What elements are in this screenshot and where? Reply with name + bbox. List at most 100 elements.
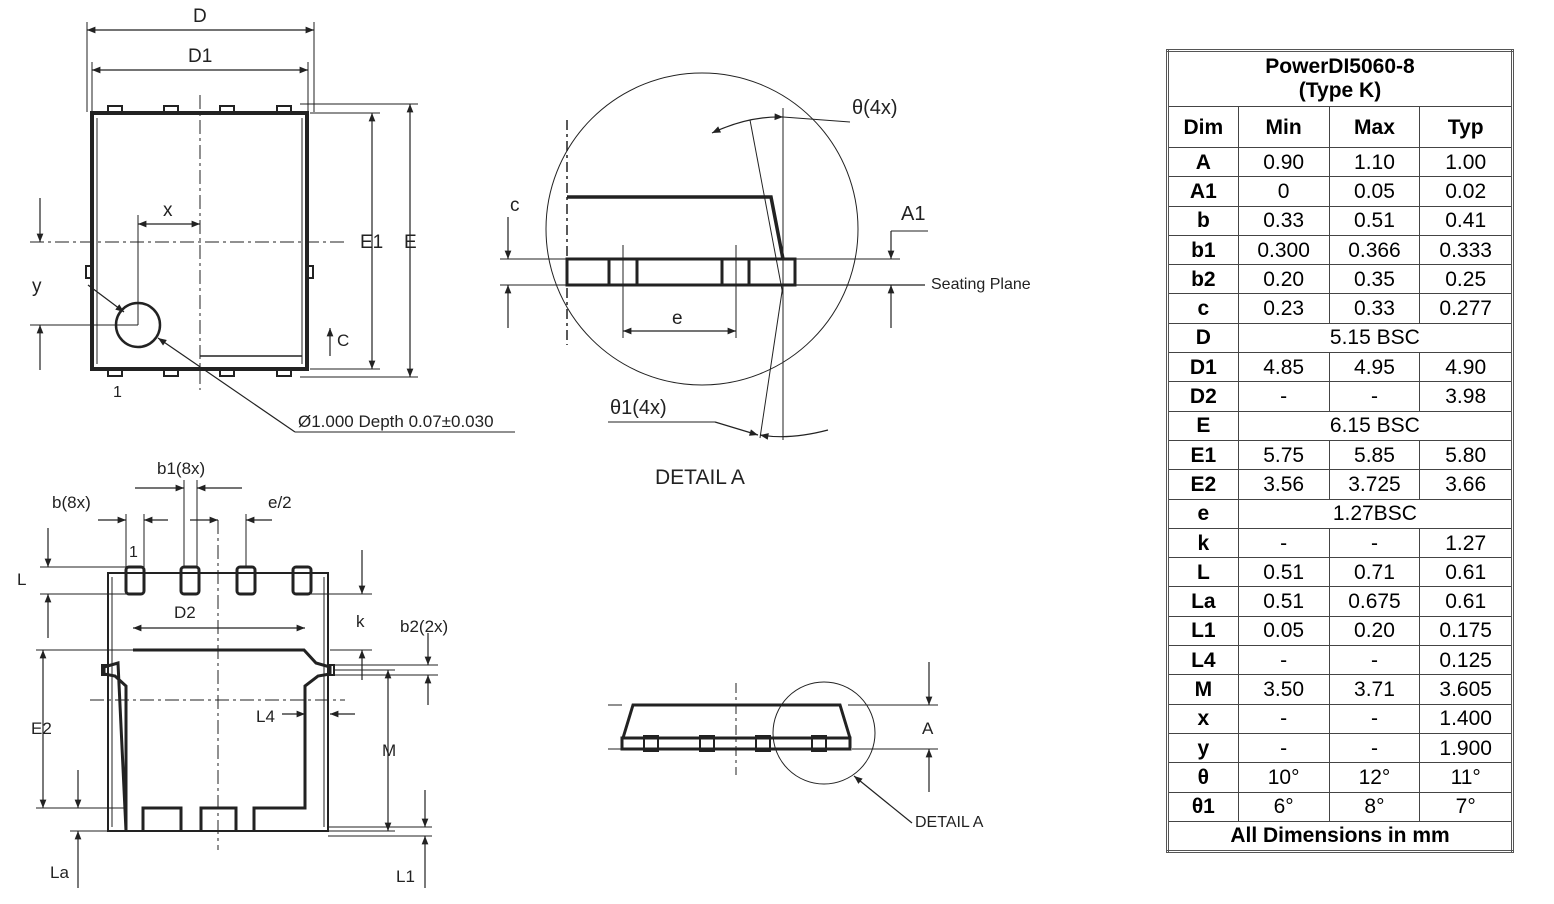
cell-typ: 11° [1419, 762, 1513, 793]
cell-dim: k [1167, 527, 1239, 559]
cell-dim: L4 [1167, 645, 1239, 676]
cell-max: - [1328, 527, 1421, 559]
cell-typ: 3.605 [1419, 674, 1513, 705]
dimension-table: PowerDI5060-8 (Type K) Dim Min Max Typ A… [1166, 49, 1514, 853]
label-E1: E1 [360, 232, 383, 253]
cell-typ: 0.333 [1419, 234, 1513, 266]
cell-typ: 0.125 [1419, 645, 1513, 676]
label-x: x [163, 200, 173, 221]
label-e: e [672, 308, 683, 329]
cell-min: - [1237, 527, 1330, 559]
label-theta1-4x: θ1(4x) [610, 397, 667, 419]
cell-min: 10° [1237, 762, 1330, 793]
cell-typ: 0.61 [1419, 586, 1513, 617]
cell-max: 12° [1328, 762, 1421, 793]
top-view-labels: D D1 x y E1 E C 1 Ø1.000 Depth 0.07±0.03… [32, 6, 494, 431]
cell-max: 0.675 [1328, 586, 1421, 617]
table-footer: All Dimensions in mm [1167, 820, 1513, 852]
cell-dim: E1 [1167, 439, 1239, 471]
cell-min: - [1237, 703, 1330, 734]
cell-typ: 1.900 [1419, 732, 1513, 764]
label-E: E [404, 232, 417, 253]
label-detail-a-title: DETAIL A [655, 466, 745, 489]
label-E2: E2 [31, 719, 52, 738]
cell-max: 8° [1328, 791, 1421, 822]
cell-min: 0.33 [1237, 205, 1330, 236]
cell-min: 0.51 [1237, 586, 1330, 617]
cell-max: 0.366 [1328, 234, 1421, 266]
label-L1: L1 [396, 867, 415, 886]
cell-max: 0.35 [1328, 264, 1421, 295]
header-dim: Dim [1167, 106, 1239, 148]
cell-min: - [1237, 381, 1330, 412]
cell-max: 1.10 [1328, 146, 1421, 178]
cell-dim: θ [1167, 762, 1239, 793]
cell-max: 0.33 [1328, 293, 1421, 324]
detail-a-view [500, 72, 928, 440]
cell-max: 0.51 [1328, 205, 1421, 236]
table-row: D2--3.98 [1167, 381, 1513, 412]
cell-min: 0 [1237, 176, 1330, 207]
cell-dim: c [1167, 293, 1239, 324]
cell-min: 0.20 [1237, 264, 1330, 295]
cell-typ: 5.80 [1419, 439, 1513, 471]
cell-dim: M [1167, 674, 1239, 705]
cell-min: 3.56 [1237, 469, 1330, 500]
cell-dim: D [1167, 322, 1239, 354]
cell-min: - [1237, 645, 1330, 676]
table-row: L4--0.125 [1167, 645, 1513, 676]
cell-max: - [1328, 732, 1421, 764]
label-A1: A1 [901, 203, 925, 225]
cell-min: - [1237, 732, 1330, 764]
label-e-half: e/2 [268, 493, 292, 512]
cell-max: - [1328, 645, 1421, 676]
cell-max: 0.71 [1328, 557, 1421, 588]
cell-min: 5.75 [1237, 439, 1330, 471]
cell-typ: 0.175 [1419, 615, 1513, 647]
cell-min: 0.05 [1237, 615, 1330, 647]
cell-dim: e [1167, 498, 1239, 529]
label-D: D [193, 6, 207, 27]
cell-max: 0.05 [1328, 176, 1421, 207]
label-L4: L4 [256, 707, 275, 726]
cell-dim: θ1 [1167, 791, 1239, 822]
table-title: PowerDI5060-8 (Type K) [1167, 50, 1513, 107]
detail-a-labels: θ(4x) c A1 Seating Plane e θ1(4x) DETAIL… [510, 97, 1031, 489]
cell-typ: 4.90 [1419, 352, 1513, 383]
label-theta-4x: θ(4x) [852, 97, 898, 119]
label-L: L [17, 570, 26, 589]
cell-dim: b [1167, 205, 1239, 236]
cell-typ: 0.61 [1419, 557, 1513, 588]
label-b-8x: b(8x) [52, 493, 91, 512]
cell-dim: E2 [1167, 469, 1239, 500]
cell-max: 5.85 [1328, 439, 1421, 471]
label-C: C [337, 331, 349, 350]
label-detail-a-ref: DETAIL A [915, 814, 984, 831]
cell-typ: 0.02 [1419, 176, 1513, 207]
header-min: Min [1237, 106, 1330, 148]
label-La: La [50, 863, 69, 882]
cell-typ: 0.41 [1419, 205, 1513, 236]
cell-max: 0.20 [1328, 615, 1421, 647]
cell-min: 4.85 [1237, 352, 1330, 383]
label-c: c [510, 195, 520, 216]
label-seating-plane: Seating Plane [931, 276, 1031, 293]
table-title-line1: PowerDI5060-8 [1265, 55, 1415, 78]
table-header-row: Dim Min Max Typ [1167, 106, 1513, 148]
cell-bsc-value: 5.15 BSC [1237, 322, 1514, 354]
